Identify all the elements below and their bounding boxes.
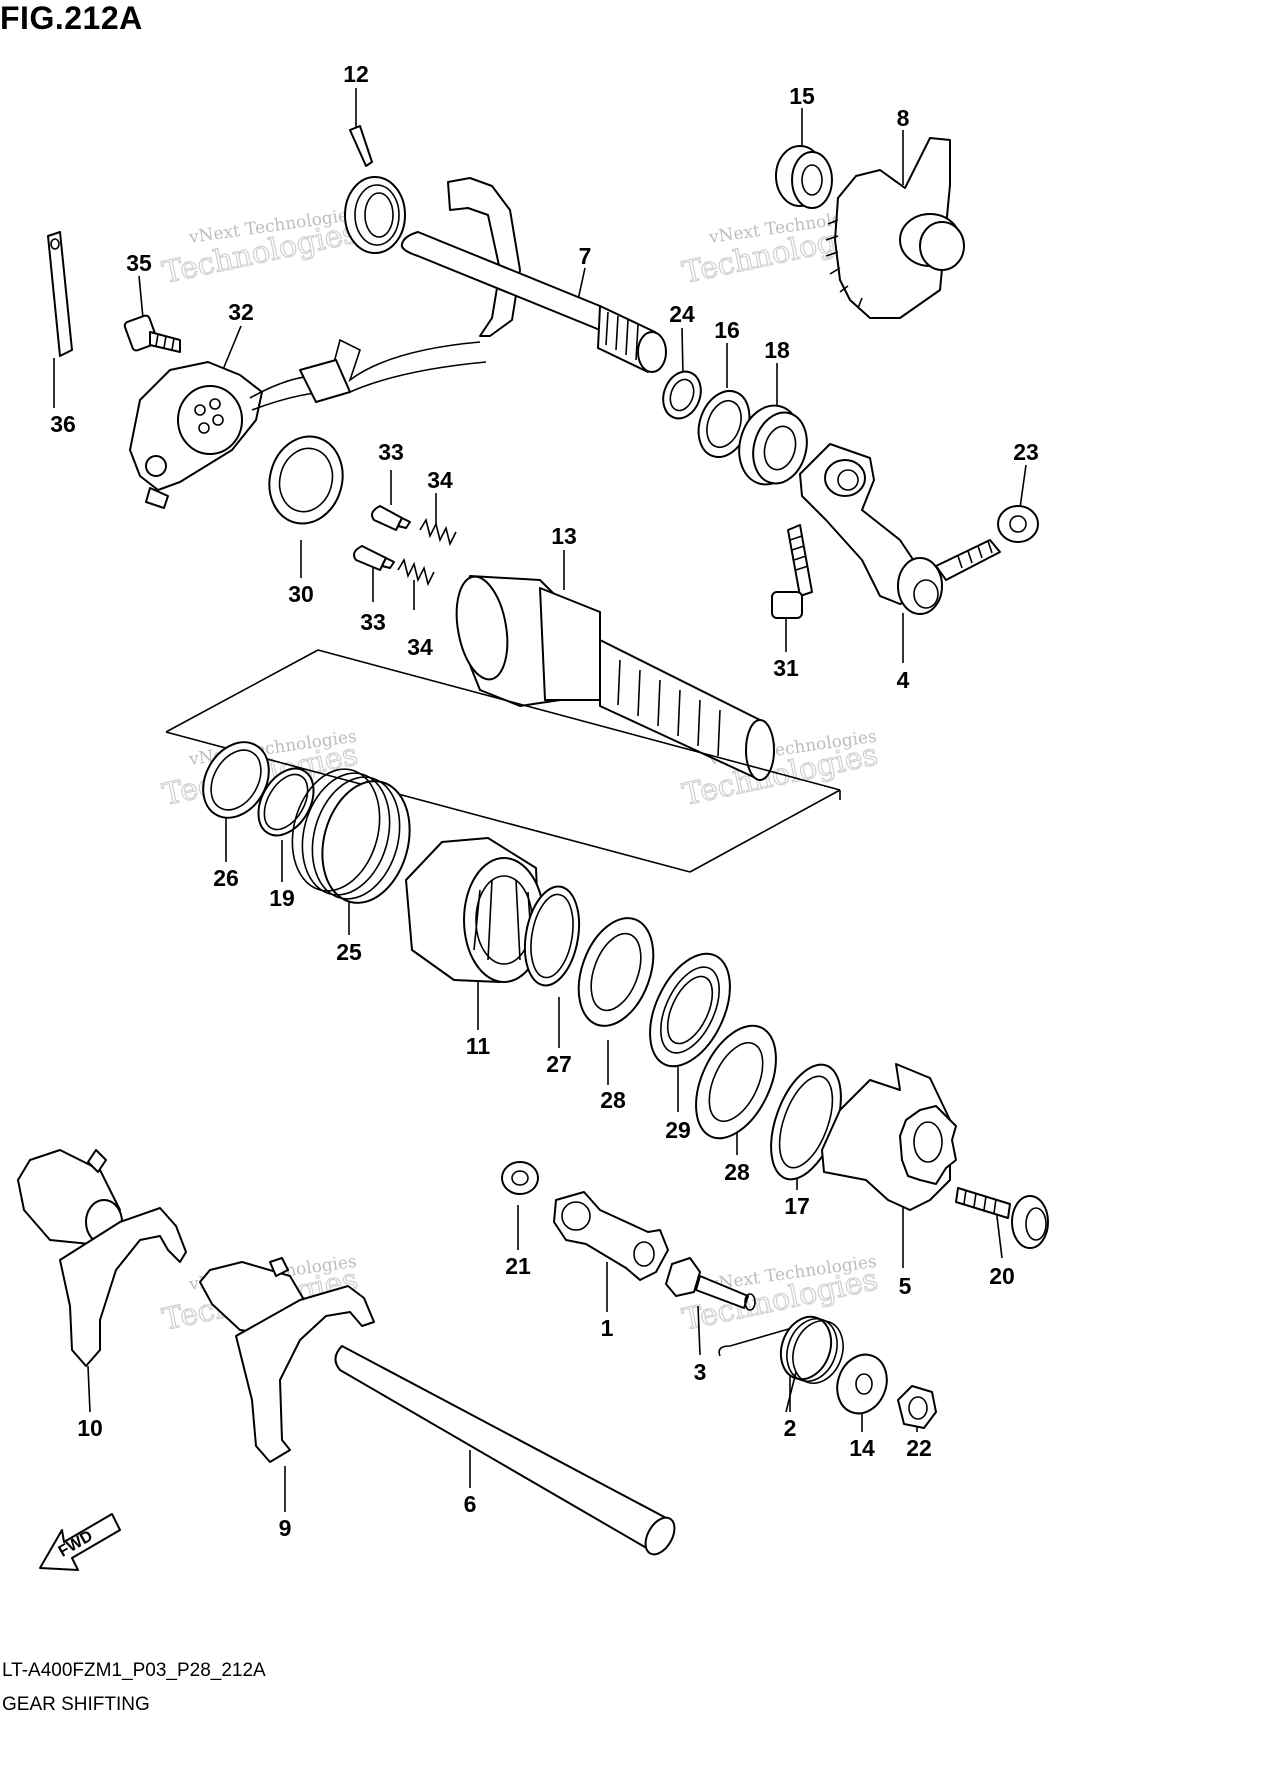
callout-21: 21 [505,1253,531,1279]
callout-26: 26 [213,865,239,891]
part-36-clip [47,231,73,357]
assembly-bracket [165,649,841,873]
part-34-spring-upper [419,517,457,547]
part-24-circlip [662,370,702,420]
part-21-washer [501,1161,539,1195]
part-27-circlip [523,885,581,987]
part-4-shift-lever [799,443,1001,615]
callout-labels: 12 15 8 35 32 7 24 16 18 36 33 34 23 30 … [50,61,1039,1541]
fwd-arrow: FWD [39,1513,121,1571]
callout-4: 4 [897,667,910,693]
part-35-bolt [123,314,181,353]
part-12-spring [344,125,406,254]
part-20-bolt [955,1187,1049,1249]
callout-3: 3 [694,1359,707,1385]
callout-16: 16 [714,317,740,343]
callout-22: 22 [906,1435,932,1461]
part-18-bearing [738,404,808,486]
part-7-shift-shaft [400,177,667,373]
callout-24: 24 [669,301,695,327]
callout-28: 28 [600,1087,626,1113]
callout-13: 13 [551,523,577,549]
part-15-bushing [775,145,833,209]
callout-10: 10 [77,1415,103,1441]
callout-1: 1 [601,1315,614,1341]
figure-title: FIG.212A [0,0,143,36]
callout-18: 18 [764,337,790,363]
part-25-spring [291,768,411,904]
callout-14: 14 [849,1435,875,1461]
part-33-pin-lower [353,545,395,571]
callout-2: 2 [784,1415,797,1441]
part-22-nut [897,1385,937,1429]
callout-12: 12 [343,61,369,87]
part-28-washer-lower [695,1024,777,1140]
callout-6: 6 [464,1491,477,1517]
callout-17: 17 [784,1193,810,1219]
callout-25: 25 [336,939,362,965]
callout-30: 30 [288,581,314,607]
part-29-bearing [649,952,731,1068]
part-23-nut [997,505,1039,543]
part-5-cam-plate [821,1063,957,1211]
part-28-washer-upper [577,917,655,1027]
part-26-circlip [202,741,270,819]
callout-15: 15 [789,83,815,109]
figure-code: LT-A400FZM1_P03_P28_212A [2,1660,266,1681]
part-10-shift-fork [17,1149,187,1367]
callout-5: 5 [899,1273,912,1299]
callout-34: 34 [427,467,453,493]
callout-7: 7 [579,243,592,269]
part-8-gear-segment [825,137,965,319]
part-33-pin-upper [371,505,411,531]
callout-34: 34 [407,634,433,660]
callout-23: 23 [1013,439,1039,465]
callout-19: 19 [269,885,295,911]
callout-28: 28 [724,1159,750,1185]
callout-33: 33 [360,609,386,635]
part-11-drum [405,837,545,983]
part-14-washer [836,1353,888,1415]
part-6-shaft [334,1345,676,1556]
callout-31: 31 [773,655,799,681]
part-16-washer [697,390,751,458]
callout-29: 29 [665,1117,691,1143]
figure-name: GEAR SHIFTING [2,1694,150,1715]
part-3-pin [665,1257,756,1311]
callout-27: 27 [546,1051,572,1077]
callout-20: 20 [989,1263,1015,1289]
part-1-arm [553,1191,669,1281]
callout-8: 8 [897,105,910,131]
part-9-shift-fork [199,1257,375,1463]
part-2-spring [718,1315,844,1413]
callout-35: 35 [126,250,152,276]
part-30-washer [268,435,344,525]
part-13-shift-cam [455,575,775,781]
callout-11: 11 [466,1033,491,1059]
callout-32: 32 [228,299,254,325]
part-34-spring-lower [397,557,435,587]
part-31-bolt [771,524,813,619]
part-19-ring [257,767,315,837]
callout-9: 9 [279,1515,292,1541]
callout-36: 36 [50,411,76,437]
part-32-sensor [129,338,487,509]
callout-33: 33 [378,439,404,465]
